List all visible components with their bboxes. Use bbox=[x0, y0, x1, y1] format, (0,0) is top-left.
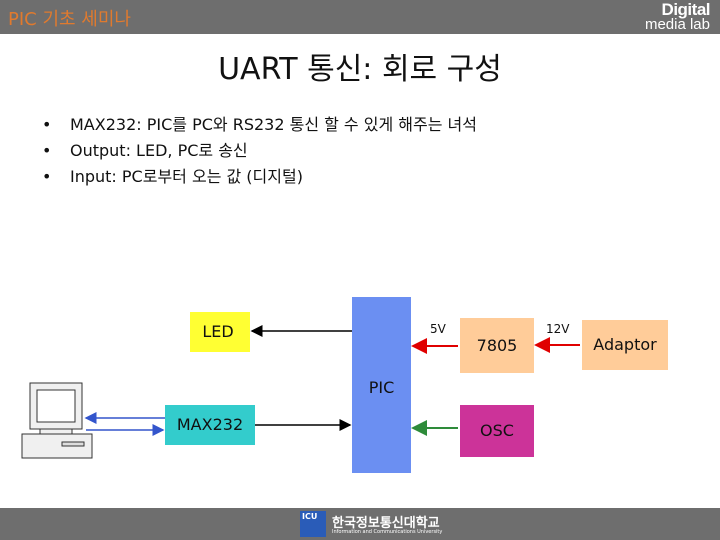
bullet-icon: • bbox=[42, 115, 52, 134]
pic-block bbox=[352, 297, 411, 473]
footer-university: 한국정보통신대학교 bbox=[332, 516, 440, 531]
bullet-icon: • bbox=[42, 167, 52, 186]
bullet-text: Output: LED, PC로 송신 bbox=[70, 141, 248, 160]
bullet-item: • MAX232: PIC를 PC와 RS232 통신 할 수 있게 해주는 녀석 bbox=[42, 112, 477, 138]
label-12v: 12V bbox=[546, 322, 570, 336]
slide-title: UART 통신: 회로 구성 bbox=[218, 52, 502, 87]
bullet-list: • MAX232: PIC를 PC와 RS232 통신 할 수 있게 해주는 녀석… bbox=[42, 112, 477, 190]
bullet-item: • Output: LED, PC로 송신 bbox=[42, 138, 477, 164]
bullet-text: Input: PC로부터 오는 값 (디지털) bbox=[70, 167, 303, 186]
icu-logo-text: ICU bbox=[302, 512, 318, 521]
header-title: PIC 기초 세미나 bbox=[8, 9, 131, 30]
footer-bar: ICU 한국정보통신대학교 Information and Communicat… bbox=[0, 508, 720, 540]
label-5v: 5V bbox=[430, 322, 446, 336]
max232-box: MAX232 bbox=[165, 405, 255, 445]
bullet-item: • Input: PC로부터 오는 값 (디지털) bbox=[42, 164, 477, 190]
led-box: LED bbox=[190, 312, 250, 352]
regulator-7805-box: 7805 bbox=[460, 318, 534, 373]
logo-line2: media lab bbox=[644, 16, 710, 33]
footer-university-en: Information and Communications Universit… bbox=[332, 529, 443, 535]
adaptor-box: Adaptor bbox=[582, 320, 668, 370]
bullet-icon: • bbox=[42, 141, 52, 160]
computer-icon bbox=[21, 382, 93, 459]
header-bar: PIC 기초 세미나 Digital media lab bbox=[0, 0, 720, 34]
digital-media-lab-logo: Digital media lab bbox=[644, 0, 711, 33]
pic-label: PIC bbox=[368, 378, 395, 397]
icu-logo-icon: ICU bbox=[300, 511, 326, 537]
bullet-text: MAX232: PIC를 PC와 RS232 통신 할 수 있게 해주는 녀석 bbox=[70, 115, 477, 134]
logo-line1: Digital bbox=[661, 0, 711, 19]
osc-box: OSC bbox=[460, 405, 534, 457]
